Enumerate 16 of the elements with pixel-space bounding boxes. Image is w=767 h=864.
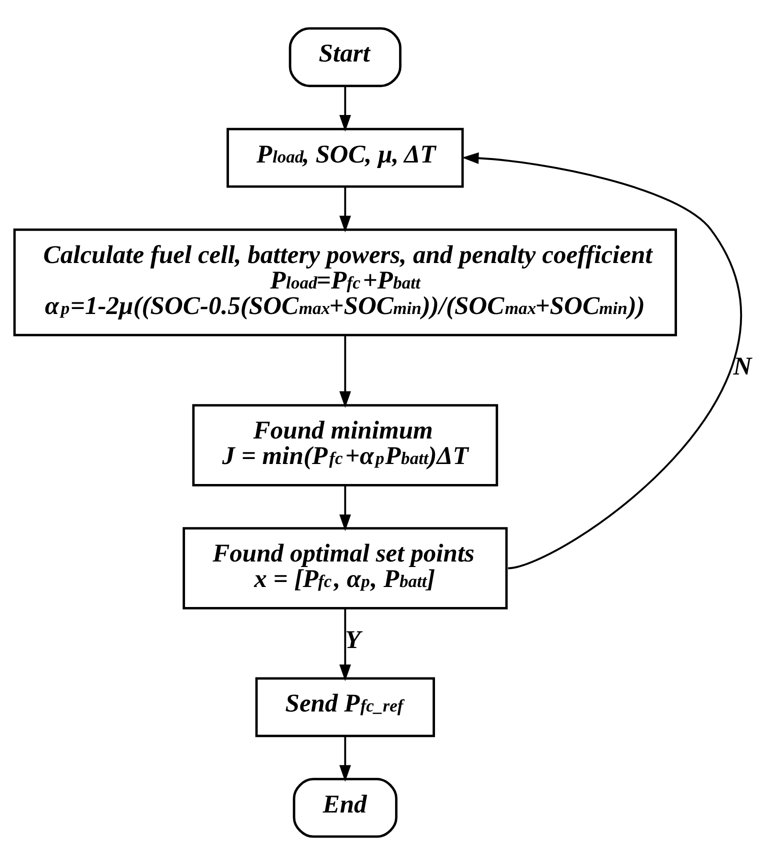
edge-label: Y: [345, 624, 361, 654]
node-box: Found optimal set points x = [Pfc, αp, Pbatt]: [182, 526, 508, 609]
arrow: [339, 86, 351, 132]
node-box: Found minimum J = min(Pfc+αpPbatt)ΔT: [192, 404, 498, 486]
node-box: Send Pfc_ref: [255, 676, 436, 737]
arrow: [462, 152, 742, 569]
node-box: Calculate fuel cell, battery powers, and penalty coefficient Pload=Pfc+Pbatt αp=1-2μ((SOC-0.5(SOCmax+SOCmin))/(SOCmax+SOCmin)): [13, 228, 677, 336]
edge-label: N: [733, 351, 752, 380]
node-box: Pload, SOC, μ, ΔT: [226, 127, 464, 188]
arrow: [339, 484, 351, 531]
arrow: [339, 736, 351, 782]
node-box: Start: [288, 26, 402, 87]
node-box: End: [292, 777, 398, 838]
arrow: [339, 608, 351, 681]
arrow: [339, 186, 351, 232]
arrow: [339, 334, 351, 408]
